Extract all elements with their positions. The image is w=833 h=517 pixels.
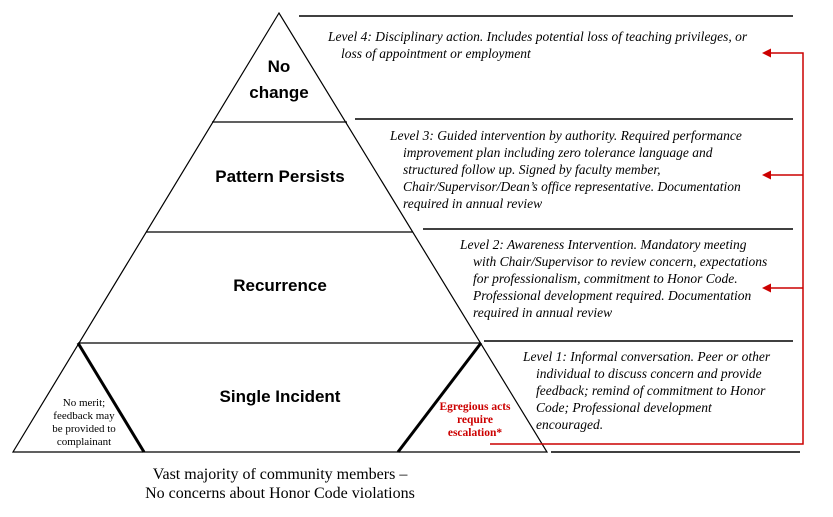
tier-label-line: No (267, 57, 291, 76)
level-line: encouraged. (536, 417, 604, 432)
level-line: individual to discuss concern and provid… (536, 366, 762, 381)
left-partition-line (76, 342, 146, 453)
tier-label-pattern-persists: Pattern Persists (215, 167, 345, 186)
tier-label-recurrence: Recurrence (233, 276, 327, 295)
level-line: Professional development required. Docum… (473, 288, 752, 303)
level-line: Level 3: Guided intervention by authorit… (390, 128, 742, 143)
level-line: loss of appointment or employment (341, 46, 531, 61)
tier-label-no-change: No change (229, 54, 329, 106)
caption-line: Vast majority of community members – (152, 466, 408, 483)
tier-label-line: change (249, 83, 309, 102)
level-2-description: Level 2: Awareness Intervention. Mandato… (460, 236, 800, 321)
note-line: be provided to (52, 423, 116, 435)
level-3-description: Level 3: Guided intervention by authorit… (390, 127, 795, 212)
note-line: Egregious acts (439, 401, 511, 413)
egregious-acts-note: Egregious acts require escalation* (425, 401, 525, 440)
escalation-path (490, 52, 804, 445)
tier-label-single-incident: Single Incident (219, 387, 341, 406)
arrowheads (762, 48, 771, 293)
level-line: Level 1: Informal conversation. Peer or … (523, 349, 771, 364)
note-line: No merit; (62, 397, 106, 409)
right-partition-line (396, 342, 483, 453)
level-4-description: Level 4: Disciplinary action. Includes p… (328, 28, 798, 62)
level-line: with Chair/Supervisor to review concern,… (473, 254, 768, 269)
level-line: required in annual review (403, 196, 543, 211)
level-line: Level 4: Disciplinary action. Includes p… (328, 29, 748, 44)
level-line: Level 2: Awareness Intervention. Mandato… (460, 237, 747, 252)
arrowhead-level-4 (762, 48, 771, 58)
note-line: require (457, 414, 493, 426)
level-line: required in annual review (473, 305, 613, 320)
note-line: feedback may (53, 410, 115, 422)
note-line: complainant (56, 436, 112, 448)
level-line: structured follow up. Signed by faculty … (403, 162, 661, 177)
level-line: improvement plan including zero toleranc… (403, 145, 713, 160)
level-line: for professionalism, commitment to Honor… (473, 271, 738, 286)
level-line: feedback; remind of commitment to Honor (536, 383, 766, 398)
arrowhead-level-2 (762, 283, 771, 293)
note-line: escalation* (447, 427, 503, 439)
escalation-arrows (490, 52, 804, 445)
level-line: Chair/Supervisor/Dean’s office represent… (403, 179, 741, 194)
level-1-description: Level 1: Informal conversation. Peer or … (523, 348, 803, 433)
caption-line: No concerns about Honor Code violations (145, 485, 415, 502)
level-line: Code; Professional development (536, 400, 712, 415)
pyramid-base-caption: Vast majority of community members – No … (80, 465, 480, 503)
no-merit-note: No merit; feedback may be provided to co… (40, 397, 128, 449)
arrowhead-level-3 (762, 170, 771, 180)
